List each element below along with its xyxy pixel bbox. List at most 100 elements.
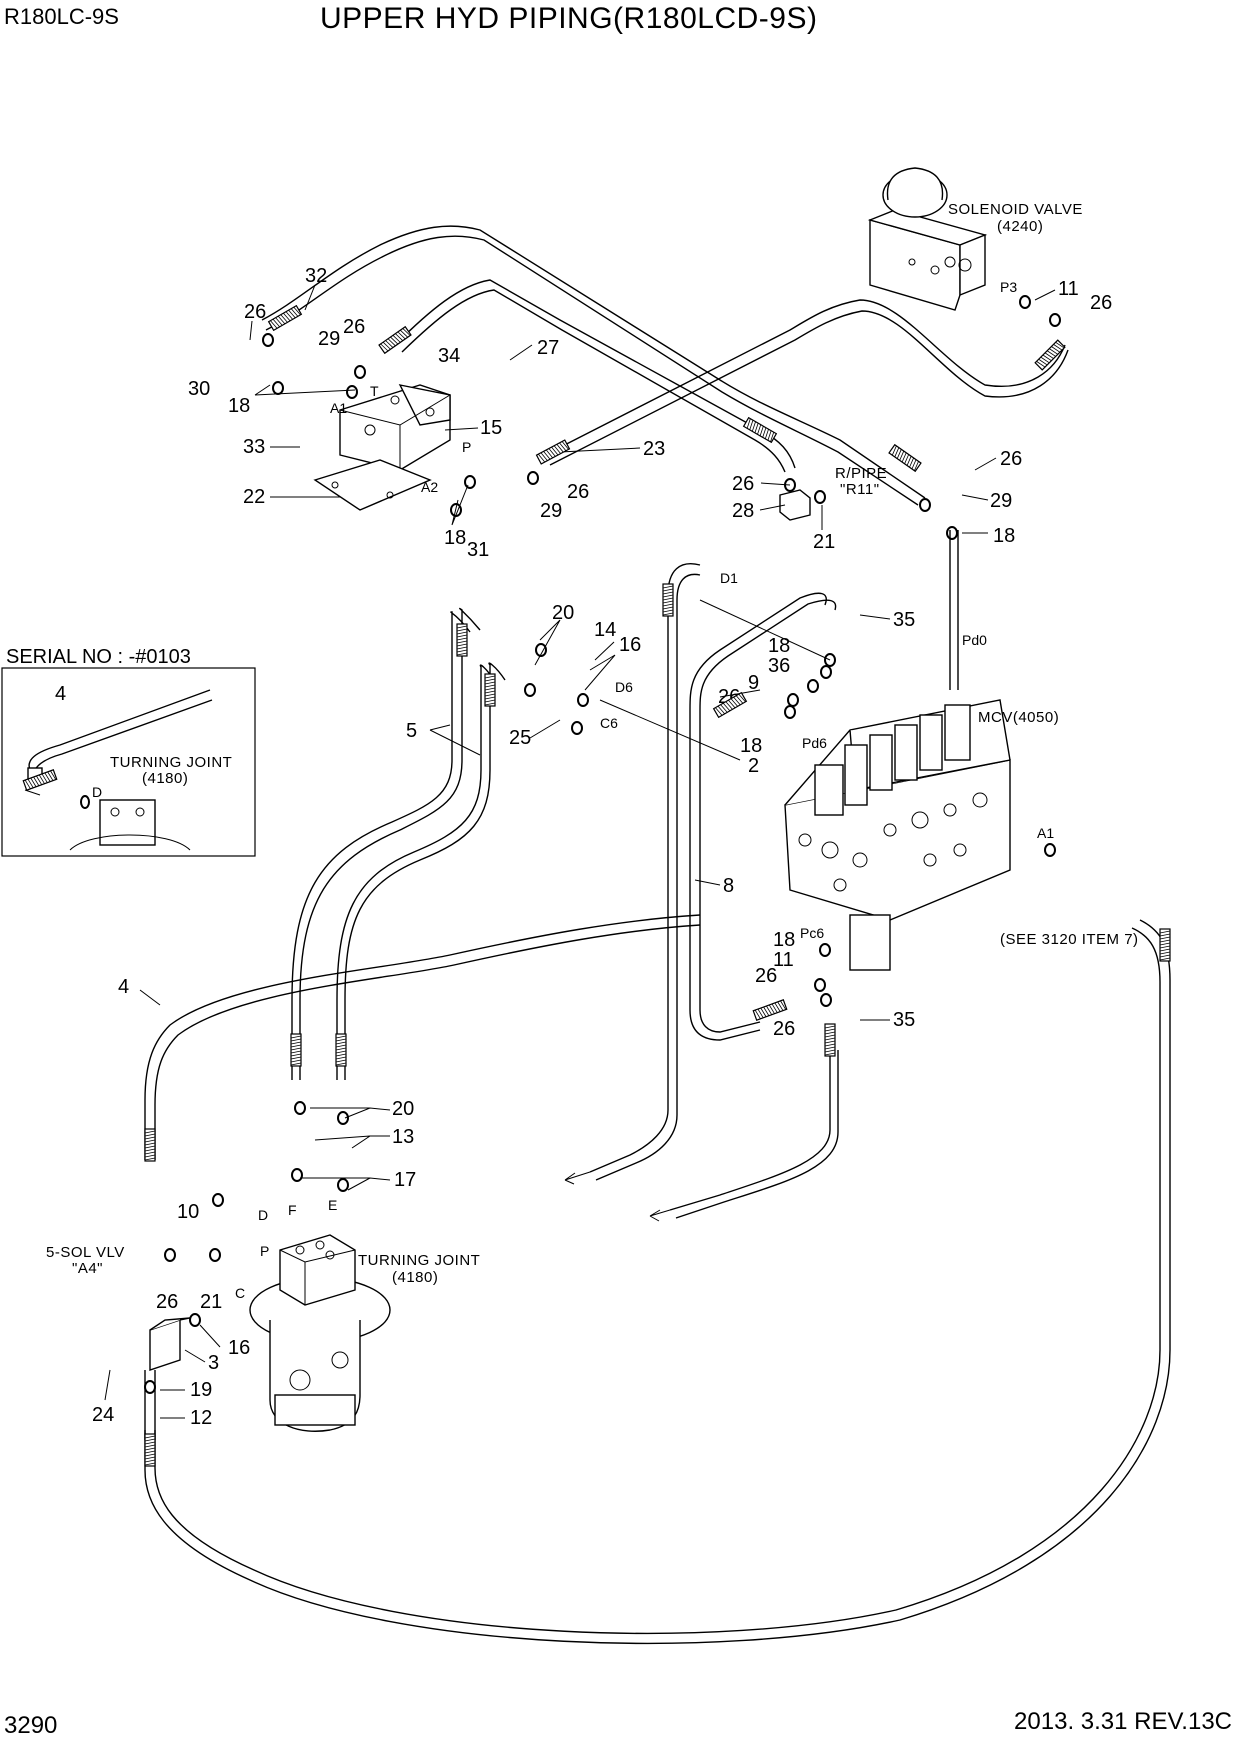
o-ring bbox=[527, 471, 539, 485]
o-ring bbox=[577, 693, 589, 707]
o-ring bbox=[820, 993, 832, 1007]
mcv-label: MCV(4050) bbox=[978, 709, 1059, 726]
callout-23: 23 bbox=[643, 438, 665, 460]
callout-11b: 11 bbox=[773, 949, 794, 971]
hose-fitting bbox=[144, 1433, 156, 1467]
hose-fitting bbox=[335, 1033, 347, 1067]
callout-14: 14 bbox=[594, 619, 616, 641]
hose-fitting bbox=[144, 1128, 156, 1162]
port-t: T bbox=[370, 383, 379, 399]
sol-vlv-label: 5-SOL VLV bbox=[46, 1244, 125, 1261]
hose-fitting bbox=[824, 1023, 836, 1057]
callout-18c: 18 bbox=[993, 525, 1015, 547]
turning-joint-ref: (4180) bbox=[392, 1269, 438, 1286]
callout-18d: 18 bbox=[768, 635, 790, 657]
callout-10: 10 bbox=[177, 1201, 199, 1223]
callout-13: 13 bbox=[392, 1126, 414, 1148]
callout-4: 4 bbox=[118, 976, 129, 998]
callout-20a: 20 bbox=[552, 602, 574, 624]
hose-ends bbox=[22, 304, 1171, 1467]
o-ring bbox=[346, 385, 358, 399]
callout-26f: 26 bbox=[732, 473, 754, 495]
o-ring bbox=[1049, 313, 1061, 327]
o-ring bbox=[164, 1248, 176, 1262]
port-c6: C6 bbox=[600, 715, 618, 731]
callout-22: 22 bbox=[243, 486, 265, 508]
port-a1-block: A1 bbox=[330, 400, 347, 416]
o-ring bbox=[535, 643, 547, 657]
o-ring bbox=[524, 683, 536, 697]
component-labels: SOLENOID VALVE (4240) MCV(4050) TURNING … bbox=[6, 201, 1139, 1286]
hose-fitting bbox=[22, 769, 58, 791]
callout-26h: 26 bbox=[755, 965, 777, 987]
solenoid-valve-label: SOLENOID VALVE bbox=[948, 201, 1083, 218]
port-a2: A2 bbox=[421, 479, 438, 495]
o-ring bbox=[354, 365, 366, 379]
hose-fitting bbox=[1159, 928, 1171, 962]
callout-36: 36 bbox=[768, 655, 790, 677]
callout-18f: 18 bbox=[773, 929, 795, 951]
callout-17: 17 bbox=[394, 1169, 416, 1191]
inset-port-d: D bbox=[92, 784, 102, 800]
o-ring bbox=[144, 1380, 156, 1394]
o-ring bbox=[272, 381, 284, 395]
callout-15: 15 bbox=[480, 417, 502, 439]
mcv-block bbox=[784, 699, 1011, 971]
o-ring bbox=[1044, 843, 1056, 857]
callout-25: 25 bbox=[509, 727, 531, 749]
callout-26d: 26 bbox=[1090, 292, 1112, 314]
hose-fitting bbox=[535, 439, 571, 465]
o-ring bbox=[814, 490, 826, 504]
o-ring bbox=[189, 1313, 201, 1327]
part-callouts: 32 26 29 26 34 30 18 27 15 33 22 18 31 2… bbox=[92, 265, 1112, 1429]
o-ring bbox=[787, 693, 799, 707]
hose-fitting bbox=[888, 443, 922, 473]
valve-block-15 bbox=[339, 384, 451, 471]
inset-callout-4: 4 bbox=[55, 683, 66, 705]
o-ring bbox=[824, 653, 836, 667]
see-note: (SEE 3120 ITEM 7) bbox=[1000, 931, 1139, 948]
o-ring bbox=[946, 526, 958, 540]
o-ring bbox=[807, 679, 819, 693]
callout-26b: 26 bbox=[343, 316, 365, 338]
callout-18b: 18 bbox=[444, 527, 466, 549]
port-d6: D6 bbox=[615, 679, 633, 695]
o-ring bbox=[819, 943, 831, 957]
inset-turning-joint-ref: (4180) bbox=[142, 770, 188, 787]
port-labels: P3 D1 Pd0 D6 C6 Pd6 A1 Pc6 A1 T P A2 D F… bbox=[235, 279, 1054, 1301]
callout-29b: 29 bbox=[540, 500, 562, 522]
callout-8: 8 bbox=[723, 875, 734, 897]
callout-11a: 11 bbox=[1058, 278, 1079, 300]
port-e: E bbox=[328, 1197, 337, 1213]
callout-2: 2 bbox=[748, 755, 759, 777]
hoses bbox=[28, 225, 1171, 1645]
port-p: P bbox=[462, 439, 471, 455]
port-pd6: Pd6 bbox=[802, 735, 827, 751]
callout-18a: 18 bbox=[228, 395, 250, 417]
serial-number-label: SERIAL NO : -#0103 bbox=[6, 646, 191, 668]
hose-fitting bbox=[378, 325, 412, 355]
callout-3: 3 bbox=[208, 1352, 219, 1374]
o-ring bbox=[337, 1111, 349, 1125]
solenoid-valve bbox=[867, 167, 988, 311]
model-number: R180LC-9S bbox=[4, 4, 119, 29]
port-pc6: Pc6 bbox=[800, 925, 824, 941]
flow-arrows bbox=[564, 1171, 671, 1222]
o-ring bbox=[212, 1193, 224, 1207]
callout-16b: 16 bbox=[228, 1337, 250, 1359]
o-ring bbox=[294, 1101, 306, 1115]
hose-fitting bbox=[712, 691, 748, 719]
turning-joint bbox=[249, 1234, 391, 1432]
r-pipe-label: R/PIPE bbox=[835, 465, 887, 482]
revision-date: 2013. 3.31 REV.13C bbox=[1014, 1708, 1232, 1735]
port-a1: A1 bbox=[1037, 825, 1054, 841]
port-pd0: Pd0 bbox=[962, 632, 987, 648]
callout-27: 27 bbox=[537, 337, 559, 359]
callout-26e: 26 bbox=[1000, 448, 1022, 470]
bracket-3 bbox=[149, 1317, 191, 1371]
hose-fitting bbox=[456, 623, 468, 657]
callout-32: 32 bbox=[305, 265, 327, 287]
callout-12: 12 bbox=[190, 1407, 212, 1429]
port-f: F bbox=[288, 1202, 297, 1218]
callout-33: 33 bbox=[243, 436, 265, 458]
